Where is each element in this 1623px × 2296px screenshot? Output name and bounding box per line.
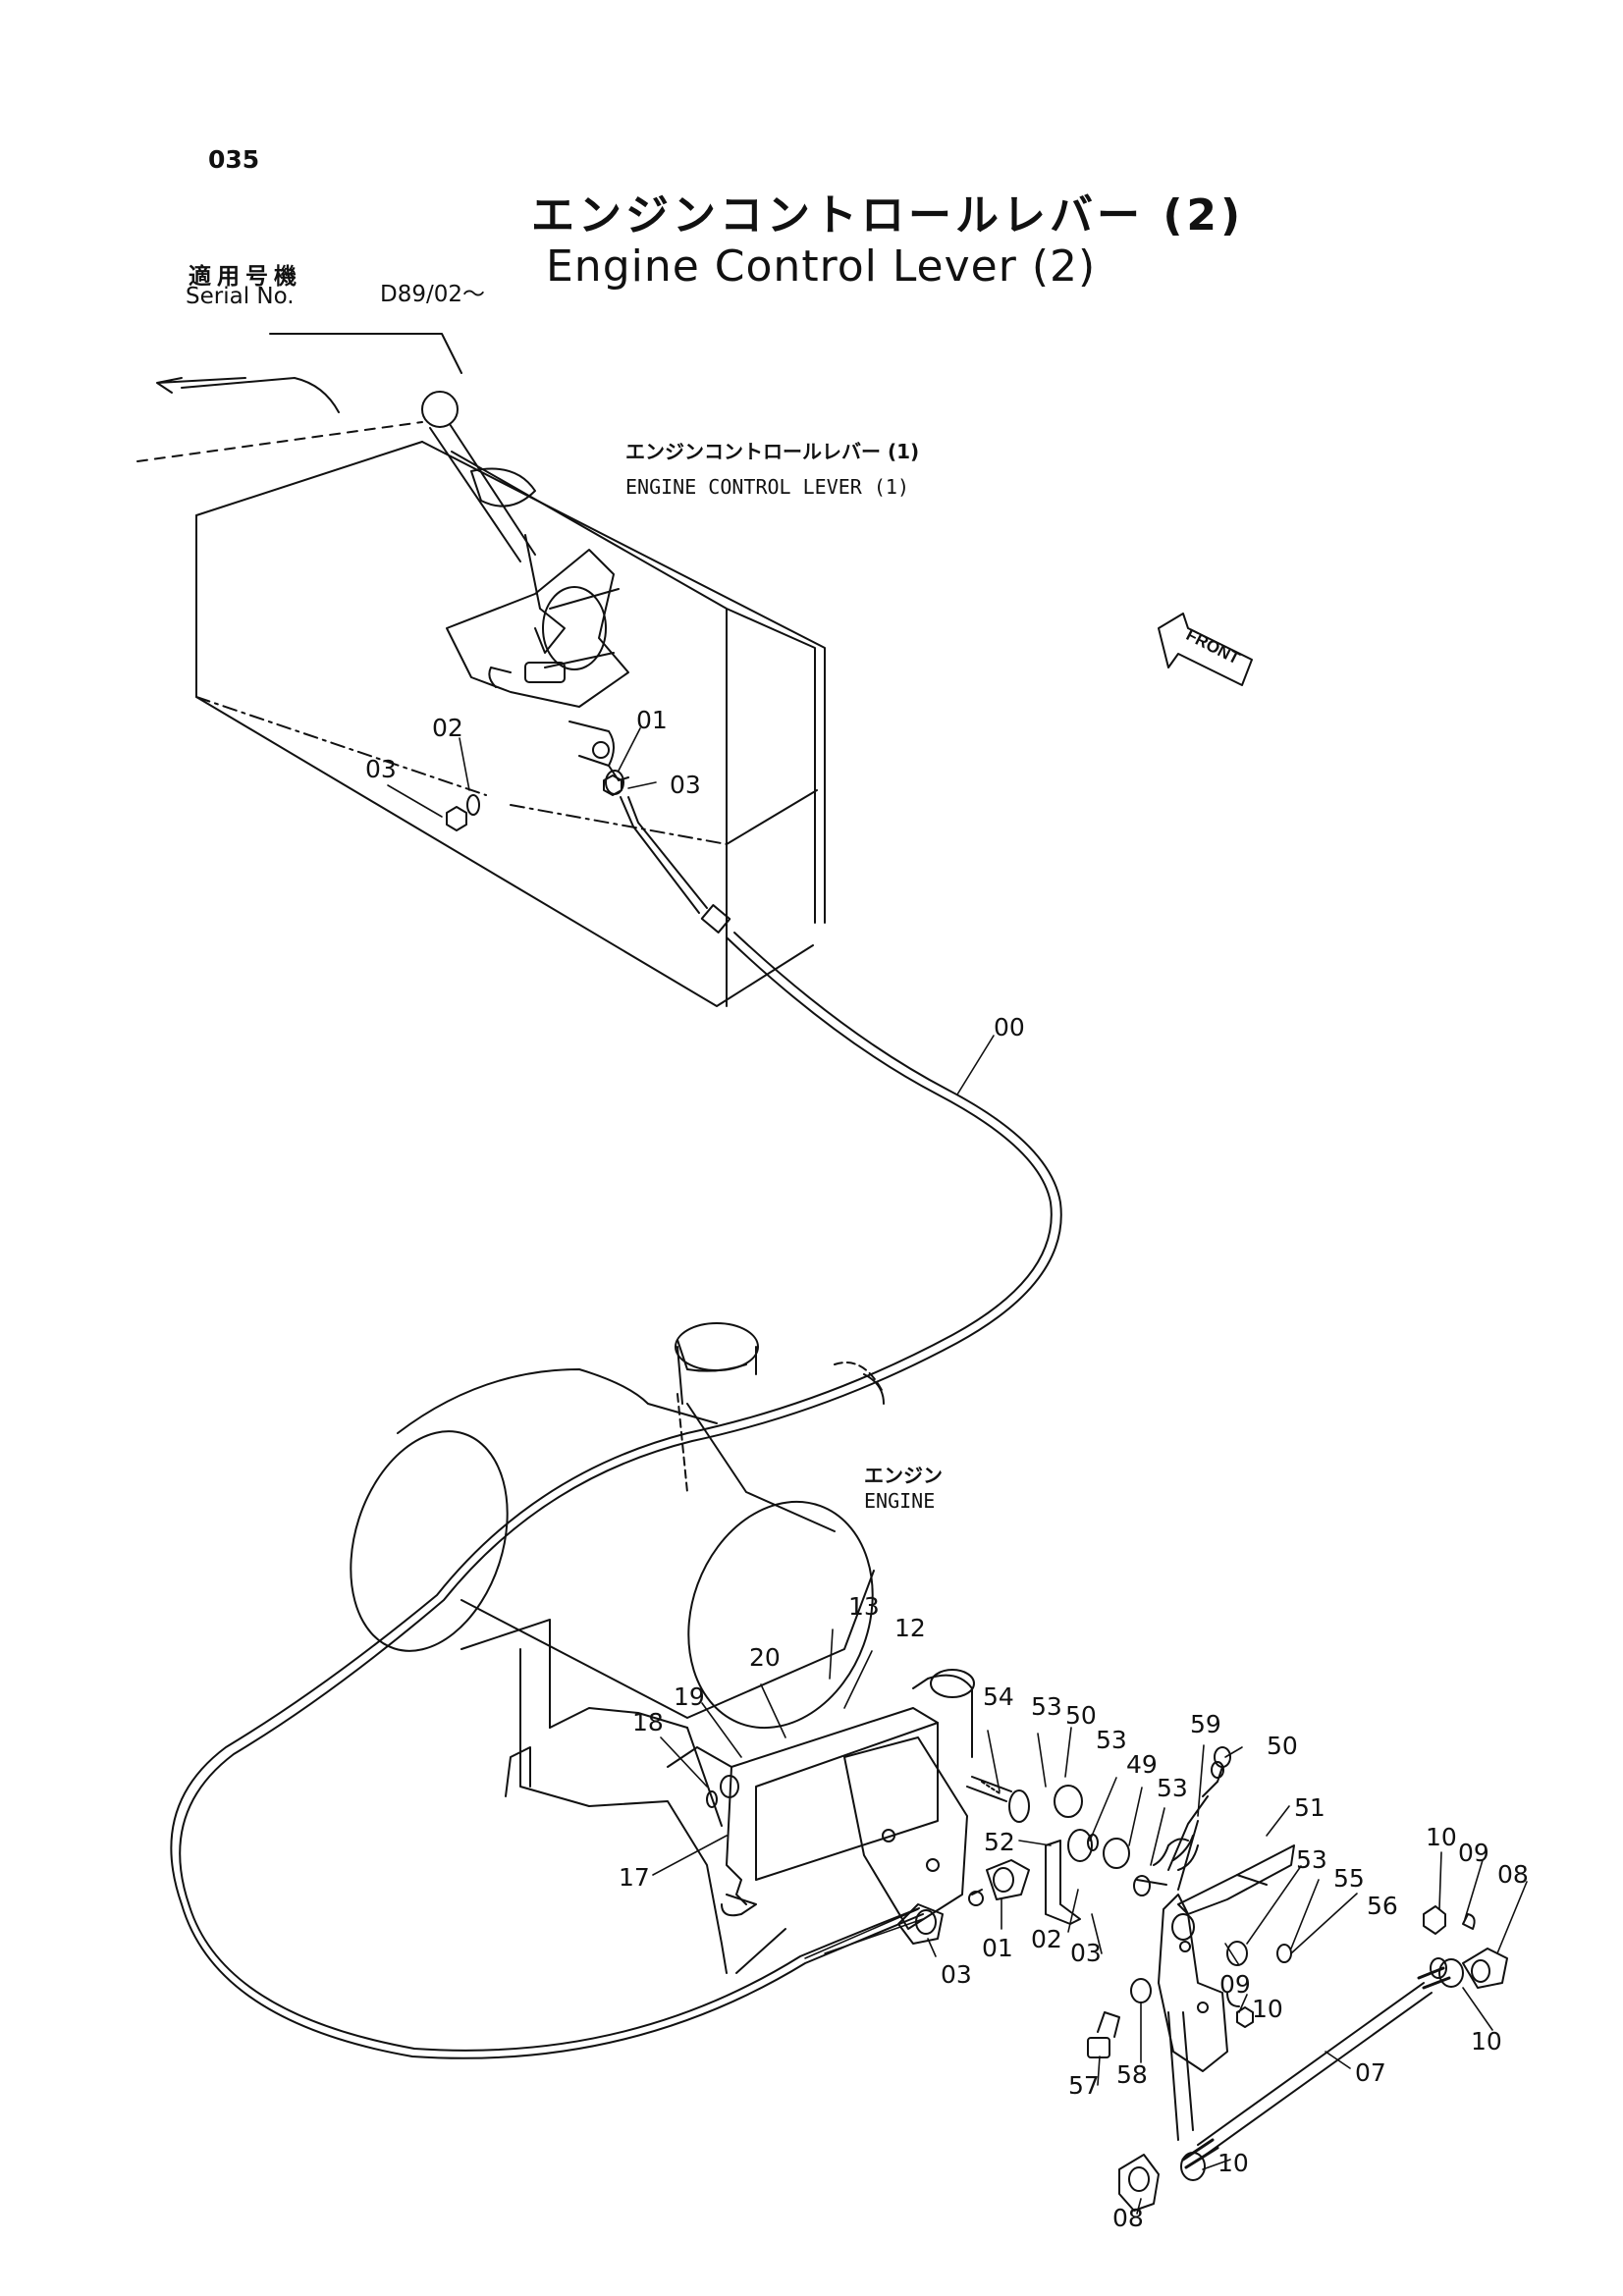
callout-56: 56 xyxy=(1367,1892,1398,1920)
callout-51: 51 xyxy=(1294,1793,1325,1822)
callout-19: 19 xyxy=(674,1682,705,1711)
callout-58: 58 xyxy=(1116,2060,1148,2089)
front-arrow-icon: FRONT xyxy=(1158,613,1253,686)
callout-10: 10 xyxy=(1217,2149,1249,2177)
callout-53: 53 xyxy=(1157,1774,1188,1802)
lower-cable-end xyxy=(897,1859,1030,1945)
title-japanese: エンジンコントロールレバー (2) xyxy=(531,190,1245,240)
control-cable xyxy=(170,796,1062,2059)
page-number: 035 xyxy=(208,145,260,174)
callout-53: 53 xyxy=(1296,1845,1327,1874)
callout-13: 13 xyxy=(848,1592,880,1621)
callout-03: 03 xyxy=(1070,1939,1102,1967)
engine-block xyxy=(350,1322,885,1974)
callout-03: 03 xyxy=(670,771,701,799)
callout-53: 53 xyxy=(1031,1692,1062,1721)
callout-17: 17 xyxy=(619,1863,650,1892)
lever1-reference-japanese: エンジンコントロールレバー (1) xyxy=(625,440,920,463)
callout-02: 02 xyxy=(1031,1925,1062,1953)
lever1-reference-english: ENGINE CONTROL LEVER (1) xyxy=(625,475,909,499)
callout-18: 18 xyxy=(632,1708,664,1736)
console-housing xyxy=(136,333,826,1007)
callout-numbers: 03 02 01 03 00 13 12 20 19 18 17 54 53 5… xyxy=(365,706,1529,2232)
callout-01: 01 xyxy=(982,1934,1013,1962)
front-label: FRONT xyxy=(1183,625,1243,668)
callout-57: 57 xyxy=(1068,2071,1100,2100)
callout-12: 12 xyxy=(894,1614,926,1642)
callout-07: 07 xyxy=(1355,2058,1386,2087)
callout-02: 02 xyxy=(432,714,463,742)
callout-00: 00 xyxy=(994,1013,1025,1041)
callout-01: 01 xyxy=(636,706,668,734)
callout-49: 49 xyxy=(1126,1750,1158,1779)
callout-08: 08 xyxy=(1497,1860,1529,1889)
leader-lines xyxy=(387,727,1528,2215)
callout-53: 53 xyxy=(1096,1726,1127,1754)
callout-50: 50 xyxy=(1065,1701,1097,1730)
callout-10: 10 xyxy=(1252,1995,1283,2023)
control-lever xyxy=(421,391,566,654)
callout-55: 55 xyxy=(1333,1864,1365,1893)
callout-20: 20 xyxy=(749,1643,781,1672)
serial-label-japanese: 適用号機 xyxy=(189,264,302,290)
callout-03: 03 xyxy=(365,755,397,783)
bracket-assembly xyxy=(667,1669,975,1930)
callout-50: 50 xyxy=(1267,1732,1298,1760)
callout-10: 10 xyxy=(1471,2027,1502,2056)
callout-09: 09 xyxy=(1458,1839,1489,1867)
callout-54: 54 xyxy=(983,1682,1014,1711)
serial-value: D89/02～ xyxy=(380,282,485,307)
rod-assembly xyxy=(1118,1905,1508,2212)
engine-label-english: ENGINE xyxy=(864,1489,936,1513)
serial-label-english: Serial No. xyxy=(186,284,295,309)
callout-59: 59 xyxy=(1190,1710,1221,1738)
callout-08: 08 xyxy=(1112,2204,1144,2232)
upper-loose-parts xyxy=(446,770,624,831)
lever-mechanism xyxy=(446,549,629,781)
callout-52: 52 xyxy=(984,1828,1015,1856)
callout-03: 03 xyxy=(941,1960,972,1989)
engine-label-japanese: エンジン xyxy=(864,1464,943,1487)
callout-10: 10 xyxy=(1426,1823,1457,1851)
title-english: Engine Control Lever (2) xyxy=(546,241,1097,292)
callout-09: 09 xyxy=(1219,1970,1251,1999)
